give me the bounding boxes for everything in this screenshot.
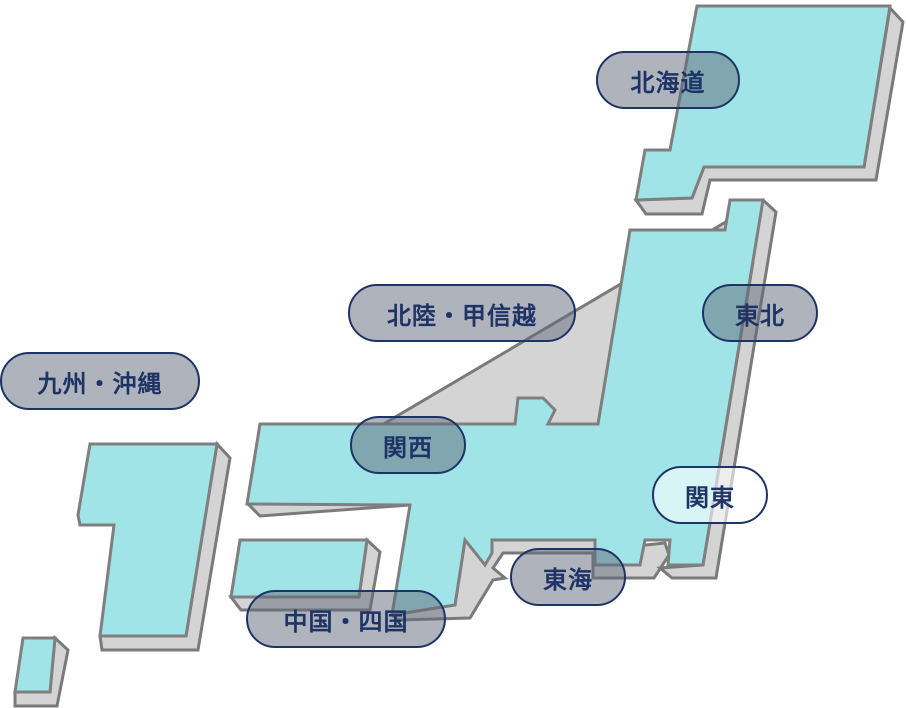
region-label-hokkaido: 北海道 <box>630 68 706 97</box>
region-button-hokuriku-koshinetsu[interactable]: 北陸・甲信越 <box>348 284 576 342</box>
region-button-tokai[interactable]: 東海 <box>510 548 626 606</box>
honshu-island[interactable] <box>245 198 778 622</box>
region-label-tokai: 東海 <box>543 565 593 594</box>
hokkaido-island[interactable] <box>633 4 905 216</box>
region-label-kyushu-okinawa: 九州・沖縄 <box>37 369 163 398</box>
region-button-chugoku-shikoku[interactable]: 中国・四国 <box>246 590 446 648</box>
region-label-kanto: 関東 <box>685 483 735 512</box>
region-label-tohoku: 東北 <box>735 301 785 330</box>
region-label-hokuriku-koshinetsu: 北陸・甲信越 <box>387 301 537 330</box>
region-button-hokkaido[interactable]: 北海道 <box>596 51 740 109</box>
kyushu-island[interactable] <box>76 440 232 652</box>
region-label-chugoku-shikoku: 中国・四国 <box>283 607 409 636</box>
region-button-kanto[interactable]: 関東 <box>652 466 768 524</box>
region-button-kansai[interactable]: 関西 <box>350 416 466 474</box>
region-label-kansai: 関西 <box>383 433 433 462</box>
okinawa-island[interactable] <box>13 634 70 708</box>
region-button-tohoku[interactable]: 東北 <box>702 284 818 342</box>
region-button-kyushu-okinawa[interactable]: 九州・沖縄 <box>0 352 200 410</box>
